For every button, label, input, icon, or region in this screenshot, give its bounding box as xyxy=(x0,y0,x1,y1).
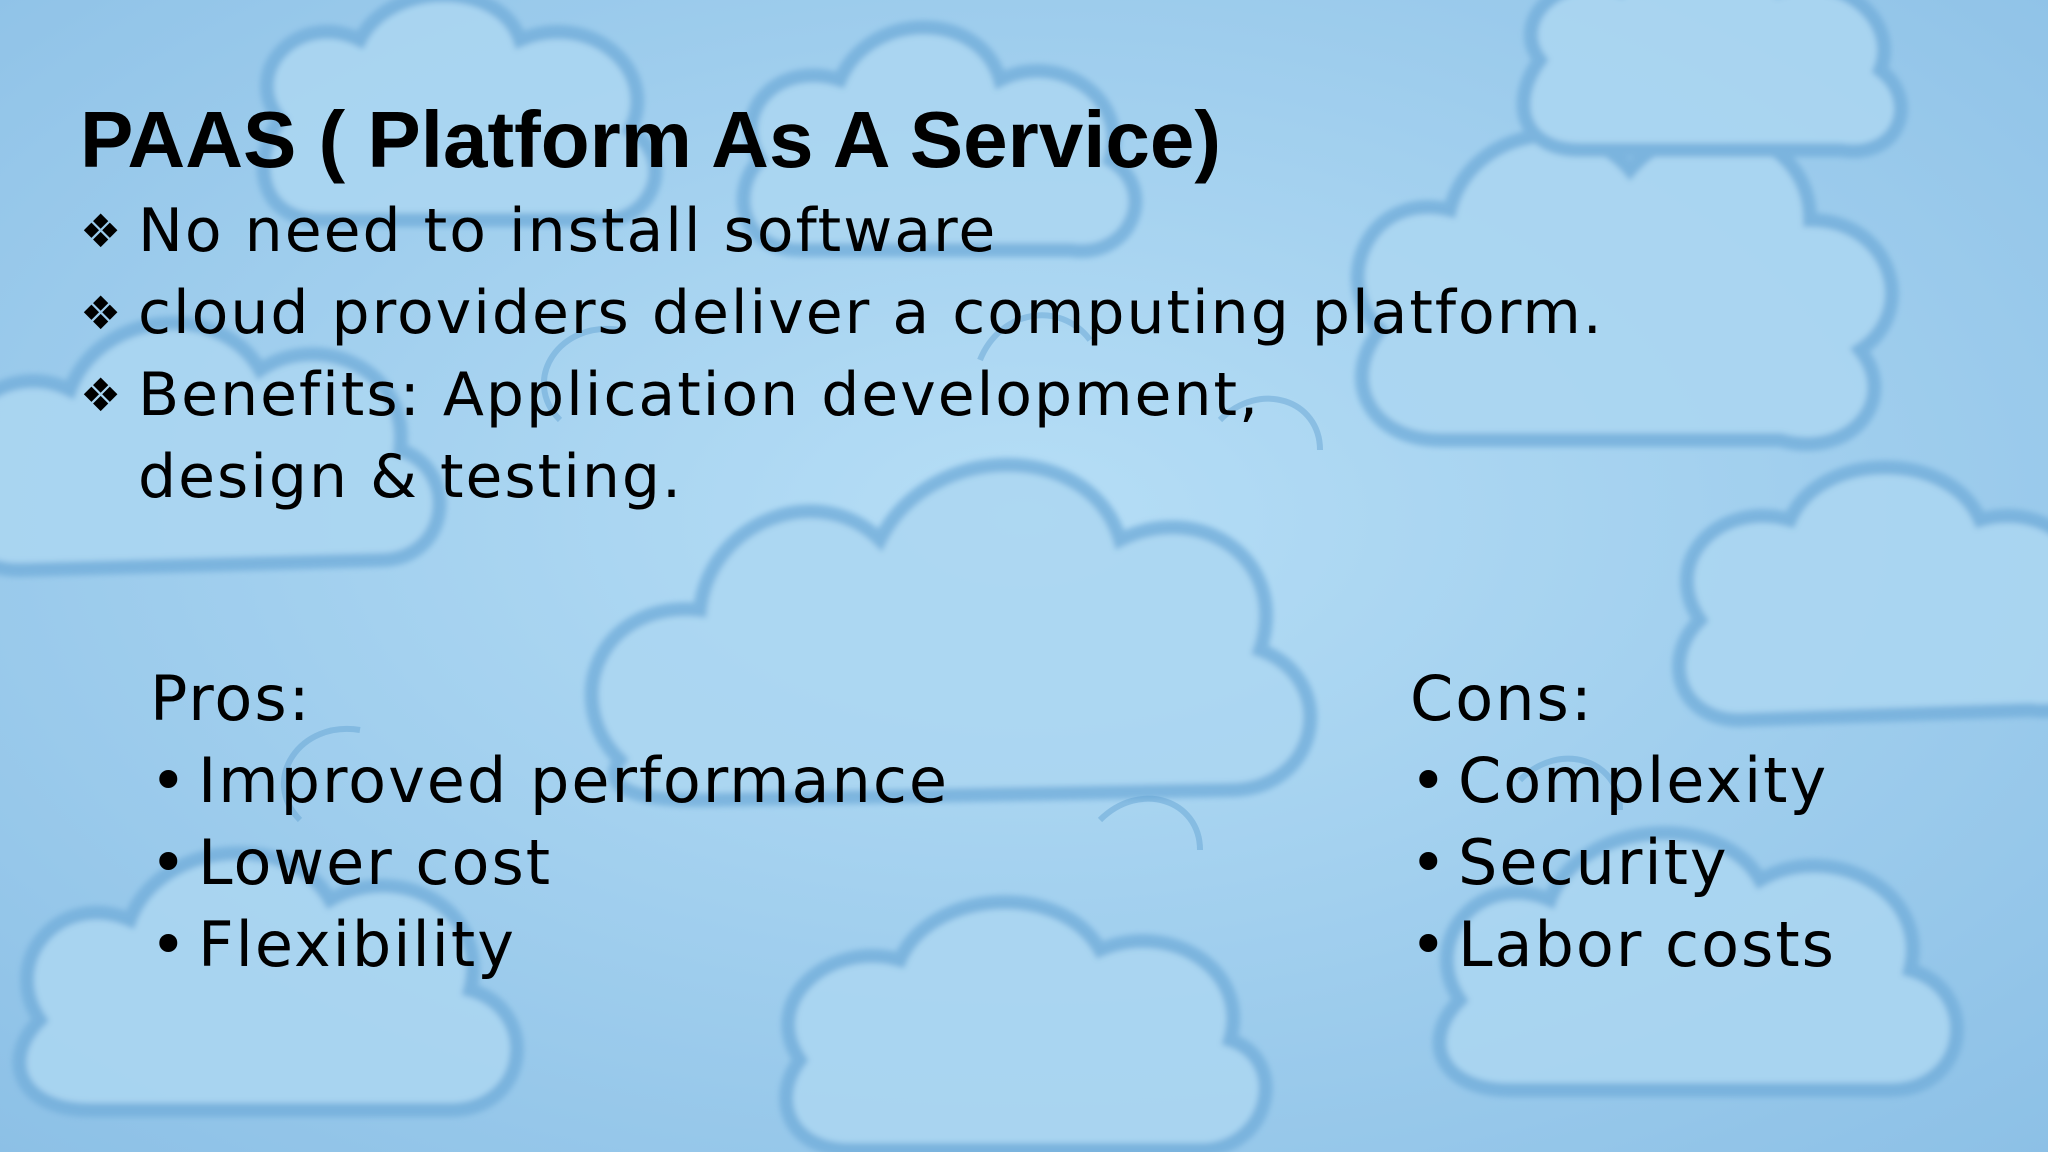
pros-heading: Pros: xyxy=(150,662,312,735)
pros-item-text: Lower cost xyxy=(198,826,553,899)
cons-list: •Complexity •Security •Labor costs xyxy=(1410,740,1836,986)
cons-item: •Security xyxy=(1410,822,1836,904)
cons-item: •Labor costs xyxy=(1410,904,1836,986)
cons-item-text: Labor costs xyxy=(1458,908,1836,981)
diamond-bullet-icon: ❖ xyxy=(80,204,124,258)
diamond-bullet-icon: ❖ xyxy=(80,368,124,422)
pros-item-text: Flexibility xyxy=(198,908,516,981)
cons-item: •Complexity xyxy=(1410,740,1836,822)
pros-column: Pros: •Improved performance •Lower cost … xyxy=(150,658,949,986)
bullet-dot-icon: • xyxy=(1410,744,1449,817)
bullet-text: No need to install software xyxy=(138,196,998,266)
bullet-text: Benefits: Application development, desig… xyxy=(138,360,1261,512)
pros-item: •Lower cost xyxy=(150,822,949,904)
bullet-item: ❖ Benefits: Application development, des… xyxy=(80,354,1730,518)
cons-heading: Cons: xyxy=(1410,662,1594,735)
bullet-list: ❖ No need to install software ❖ cloud pr… xyxy=(80,190,1730,518)
bullet-dot-icon: • xyxy=(150,908,189,981)
bullet-item: ❖ cloud providers deliver a computing pl… xyxy=(80,272,1730,354)
bullet-dot-icon: • xyxy=(150,826,189,899)
cons-column: Cons: •Complexity •Security •Labor costs xyxy=(1410,658,1836,986)
bullet-dot-icon: • xyxy=(1410,908,1449,981)
pros-item: •Improved performance xyxy=(150,740,949,822)
bullet-dot-icon: • xyxy=(1410,826,1449,899)
slide-title: PAAS ( Platform As A Service) xyxy=(80,95,1222,184)
cons-item-text: Security xyxy=(1458,826,1729,899)
pros-item: •Flexibility xyxy=(150,904,949,986)
pros-item-text: Improved performance xyxy=(198,744,950,817)
bullet-dot-icon: • xyxy=(150,744,189,817)
diamond-bullet-icon: ❖ xyxy=(80,286,124,340)
pros-list: •Improved performance •Lower cost •Flexi… xyxy=(150,740,949,986)
bullet-text: cloud providers deliver a computing plat… xyxy=(138,278,1604,348)
bullet-item: ❖ No need to install software xyxy=(80,190,1730,272)
cons-item-text: Complexity xyxy=(1458,744,1829,817)
